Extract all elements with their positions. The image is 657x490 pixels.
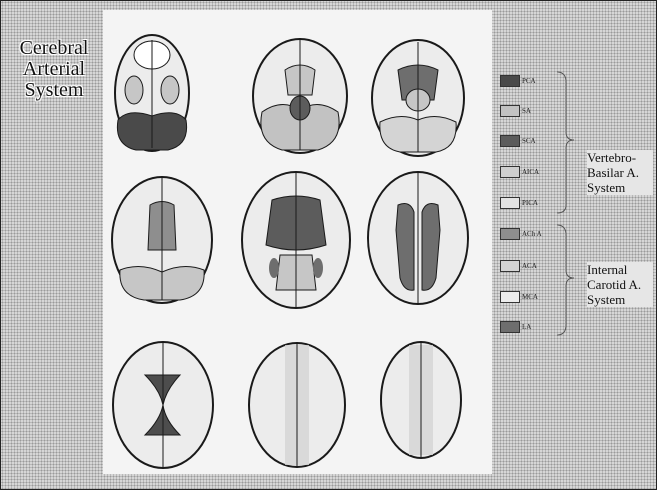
group1-line-1: Vertebro-	[587, 150, 653, 165]
brain-slice-5	[242, 172, 350, 308]
brain-slice-4	[112, 177, 212, 303]
brain-slice-7	[113, 342, 213, 468]
legend-label-acha: ACh A	[522, 228, 542, 240]
legend-swatch-mca	[500, 291, 520, 303]
legend-label-aica: AICA	[522, 166, 539, 178]
legend-label-pca: PCA	[522, 75, 536, 87]
brain-slice-8	[249, 343, 345, 467]
legend-swatch-pca	[500, 75, 520, 87]
group-label-vertebro-basilar: Vertebro- Basilar A. System	[587, 150, 653, 195]
brain-slice-2	[253, 39, 347, 153]
group1-line-2: Basilar A.	[587, 165, 653, 180]
legend-label-pica: PICA	[522, 197, 538, 209]
legend-swatch-acha	[500, 228, 520, 240]
group2-line-3: System	[587, 292, 653, 307]
legend-label-la: LA	[522, 321, 531, 333]
legend-swatch-aca	[500, 260, 520, 272]
group2-line-1: Internal	[587, 262, 653, 277]
legend-swatch-sa	[500, 105, 520, 117]
legend-swatch-sca	[500, 135, 520, 147]
group-label-internal-carotid: Internal Carotid A. System	[587, 262, 653, 307]
legend-label-aca: ACA	[522, 260, 537, 272]
brain-slice-9	[381, 342, 461, 458]
legend-label-sa: SA	[522, 105, 531, 117]
brain-slice-1	[115, 35, 189, 151]
brain-slice-6	[368, 172, 468, 304]
legend-swatch-pica	[500, 197, 520, 209]
brain-slice-3	[372, 40, 464, 156]
legend-label-sca: SCA	[522, 135, 536, 147]
legend-swatch-aica	[500, 166, 520, 178]
legend-swatch-la	[500, 321, 520, 333]
group2-line-2: Carotid A.	[587, 277, 653, 292]
group1-line-3: System	[587, 180, 653, 195]
legend-label-mca: MCA	[522, 291, 538, 303]
